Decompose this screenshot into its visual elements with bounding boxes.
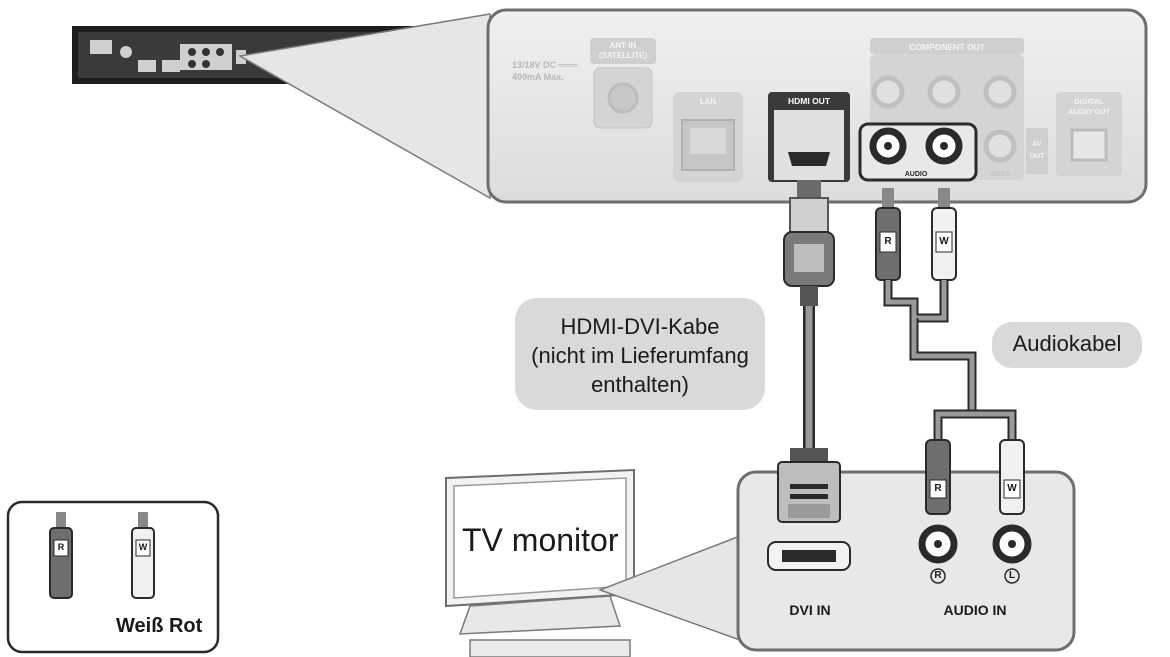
svg-text:DIGITAL: DIGITAL bbox=[1074, 97, 1104, 106]
audio-cable-callout bbox=[992, 322, 1142, 368]
hdmi-out-port bbox=[788, 152, 830, 166]
svg-text:HDMI OUT: HDMI OUT bbox=[788, 96, 831, 106]
optical-port bbox=[1070, 128, 1108, 162]
legend-w-letter: W bbox=[138, 542, 148, 552]
hdmi-cable-label-3: enthalten) bbox=[591, 372, 689, 397]
audio-in-label: AUDIO IN bbox=[943, 602, 1007, 618]
hdmi-dvi-cable bbox=[783, 180, 835, 448]
svg-text:AUDIO: AUDIO bbox=[905, 171, 928, 178]
hdmi-cable-callout bbox=[515, 298, 765, 410]
tv-monitor-label: TV monitor bbox=[462, 522, 619, 558]
dvi-in-label: DVI IN bbox=[789, 602, 831, 618]
svg-text:OUT: OUT bbox=[1030, 153, 1046, 160]
dc-rating-text: 13/18V DC ═══ bbox=[512, 60, 578, 70]
plug-legend bbox=[6, 500, 220, 654]
jack-l-label: L bbox=[1008, 570, 1016, 581]
tv-rear-panel bbox=[736, 439, 1076, 652]
svg-text:COMPONENT OUT: COMPONENT OUT bbox=[909, 42, 985, 52]
legend-r-letter: R bbox=[57, 542, 65, 552]
tv-monitor bbox=[445, 468, 635, 657]
svg-text:VIDEO: VIDEO bbox=[989, 171, 1011, 178]
audio-cable bbox=[875, 188, 1017, 440]
hdmi-cable-label-2: (nicht im Lieferumfang bbox=[531, 343, 749, 368]
svg-text:AUDIO OUT: AUDIO OUT bbox=[1068, 107, 1111, 116]
svg-text:LAN: LAN bbox=[700, 97, 717, 106]
player-rear-panel: 13/18V DC ═══ 400mA Max. ANT IN (SATELLI… bbox=[486, 8, 1148, 204]
svg-text:AV: AV bbox=[1032, 141, 1042, 148]
svg-text:ANT IN: ANT IN bbox=[610, 41, 637, 50]
ant-in-label-box bbox=[590, 38, 656, 64]
ant-in-port bbox=[607, 82, 639, 114]
hdmi-cable-label-1: HDMI-DVI-Kabe bbox=[560, 314, 720, 339]
jack-r-label: R bbox=[934, 570, 942, 581]
legend-caption: Weiß Rot bbox=[116, 615, 203, 637]
audio-cable-label: Audiokabel bbox=[1012, 331, 1122, 356]
plug-w-letter-top: W bbox=[939, 236, 949, 247]
plug-w-letter-tv: W bbox=[1007, 483, 1017, 494]
svg-text:400mA Max.: 400mA Max. bbox=[512, 72, 564, 82]
plug-r-letter-top: R bbox=[884, 236, 892, 247]
plug-r-letter-tv: R bbox=[934, 483, 942, 494]
svg-text:(SATELLITE): (SATELLITE) bbox=[599, 51, 648, 60]
